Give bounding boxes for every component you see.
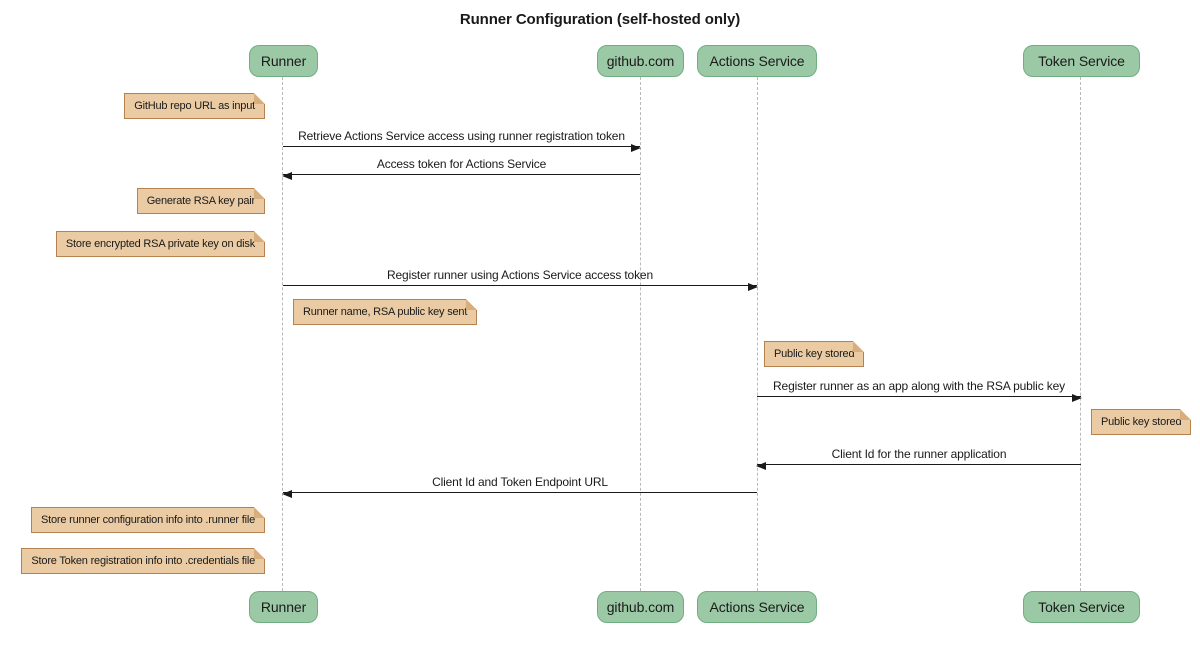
participant-runner-bottom: Runner — [249, 591, 318, 623]
lifeline-actions-service — [757, 77, 758, 591]
note-store-encrypted-rsa-private-key: Store encrypted RSA private key on disk — [55, 231, 266, 257]
message-line — [757, 396, 1081, 397]
message-label: Client Id and Token Endpoint URL — [432, 475, 608, 489]
participant-actions-service-top: Actions Service — [697, 45, 817, 77]
lifeline-token-service — [1080, 77, 1081, 591]
message-label: Register runner using Actions Service ac… — [387, 268, 653, 282]
arrowhead-icon — [748, 283, 758, 291]
participant-github-com-bottom: github.com — [597, 591, 684, 623]
note-generate-rsa-key-pair: Generate RSA key pair — [136, 188, 266, 214]
note-public-key-stored-actions-service: Public key stored — [764, 341, 865, 367]
message-label: Retrieve Actions Service access using ru… — [298, 129, 625, 143]
note-github-repo-url-as-input: GitHub repo URL as input — [124, 93, 265, 119]
note-store-token-registration-info: Store Token registration info into .cred… — [21, 548, 265, 574]
message-label: Access token for Actions Service — [376, 157, 547, 171]
message-label: Client Id for the runner application — [831, 447, 1007, 461]
arrowhead-icon — [282, 172, 292, 180]
note-runner-name-rsa-public-key-sent: Runner name, RSA public key sent — [293, 299, 478, 325]
message-client-id-and-token-endpoint-url: Client Id and Token Endpoint URL — [282, 474, 757, 498]
message-line — [283, 285, 757, 286]
arrowhead-icon — [756, 462, 766, 470]
participant-github-com-top: github.com — [597, 45, 684, 77]
message-access-token-for-actions-service: Access token for Actions Service — [282, 156, 640, 180]
participant-actions-service-bottom: Actions Service — [697, 591, 817, 623]
diagram-title: Runner Configuration (self-hosted only) — [459, 11, 741, 28]
message-line — [283, 146, 640, 147]
participant-token-service-bottom: Token Service — [1023, 591, 1140, 623]
arrowhead-icon — [1072, 394, 1082, 402]
message-client-id-for-runner-application: Client Id for the runner application — [756, 446, 1081, 470]
participant-runner-top: Runner — [249, 45, 318, 77]
lifeline-github-com — [640, 77, 641, 591]
message-line — [283, 174, 640, 175]
arrowhead-icon — [631, 144, 641, 152]
participant-token-service-top: Token Service — [1023, 45, 1140, 77]
message-register-runner: Register runner using Actions Service ac… — [283, 267, 758, 291]
message-line — [757, 464, 1081, 465]
arrowhead-icon — [282, 490, 292, 498]
message-line — [283, 492, 757, 493]
message-retrieve-actions-service-access: Retrieve Actions Service access using ru… — [283, 128, 641, 152]
note-public-key-stored-token-service: Public key stored — [1091, 409, 1192, 435]
lifeline-runner — [282, 77, 283, 591]
note-store-runner-configuration-info: Store runner configuration info into .ru… — [31, 507, 265, 533]
message-register-runner-as-app: Register runner as an app along with the… — [757, 378, 1082, 402]
message-label: Register runner as an app along with the… — [773, 379, 1065, 393]
